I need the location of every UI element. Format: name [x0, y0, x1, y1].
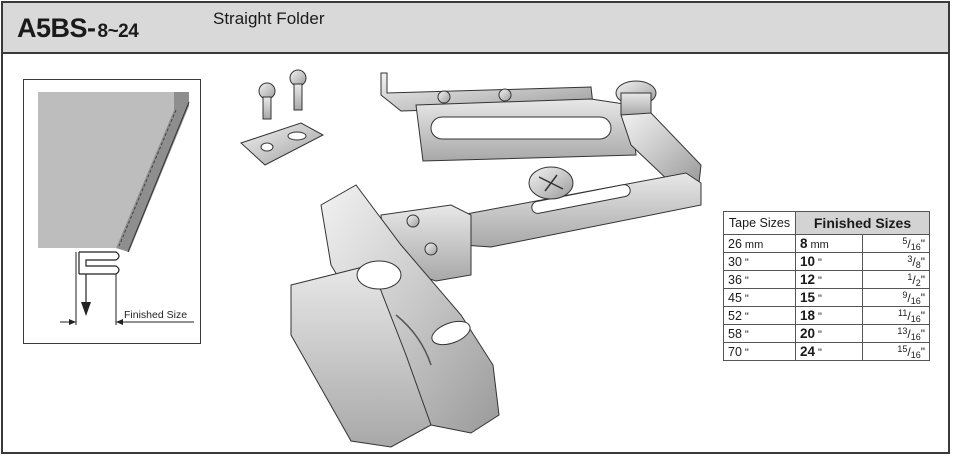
fold-diagram-svg: Finished Size: [38, 92, 194, 325]
table-row: 58"20"13/16": [723, 324, 930, 343]
finished-inch: 13/16": [862, 324, 930, 343]
finished-mm: 15": [795, 288, 863, 307]
model-range: 8~24: [97, 21, 139, 42]
tape-size: 58": [723, 324, 796, 343]
table-header-row: Tape Sizes Finished Sizes: [723, 211, 930, 235]
tape-size: 45": [723, 288, 796, 307]
folder-illustration: [231, 65, 711, 455]
product-title: Straight Folder: [213, 9, 325, 28]
finished-inch: 15/16": [862, 342, 930, 361]
table-row: 30"10"3/8": [723, 252, 930, 271]
finished-inch: 1/2": [862, 270, 930, 289]
table-row: 45"15"9/16": [723, 288, 930, 307]
table-row: 70"24"15/16": [723, 342, 930, 361]
header-bar: A5BS-8~24 Straight Folder: [3, 3, 948, 54]
tape-size: 36": [723, 270, 796, 289]
table-row: 52"18"11/16": [723, 306, 930, 325]
finished-size-label: Finished Size: [124, 309, 187, 321]
finished-inch: 9/16": [862, 288, 930, 307]
folder-illustration-svg: [240, 69, 702, 448]
table-row: 36"12"1/2": [723, 270, 930, 289]
finished-mm: 10": [795, 252, 863, 271]
tape-size: 52": [723, 306, 796, 325]
finished-inch: 5/16": [862, 234, 930, 253]
finished-mm: 24": [795, 342, 863, 361]
fold-diagram: Finished Size: [23, 79, 201, 344]
tape-size: 30": [723, 252, 796, 271]
col-tape-sizes: Tape Sizes: [723, 211, 796, 235]
finished-mm: 12": [795, 270, 863, 289]
col-finished-sizes: Finished Sizes: [795, 211, 930, 235]
finished-mm: 18": [795, 306, 863, 325]
finished-mm: 20": [795, 324, 863, 343]
model-number: A5BS-8~24: [17, 13, 139, 43]
finished-inch: 3/8": [862, 252, 930, 271]
screw-icon: [258, 69, 307, 120]
tape-size: 70": [723, 342, 796, 361]
finished-inch: 11/16": [862, 306, 930, 325]
